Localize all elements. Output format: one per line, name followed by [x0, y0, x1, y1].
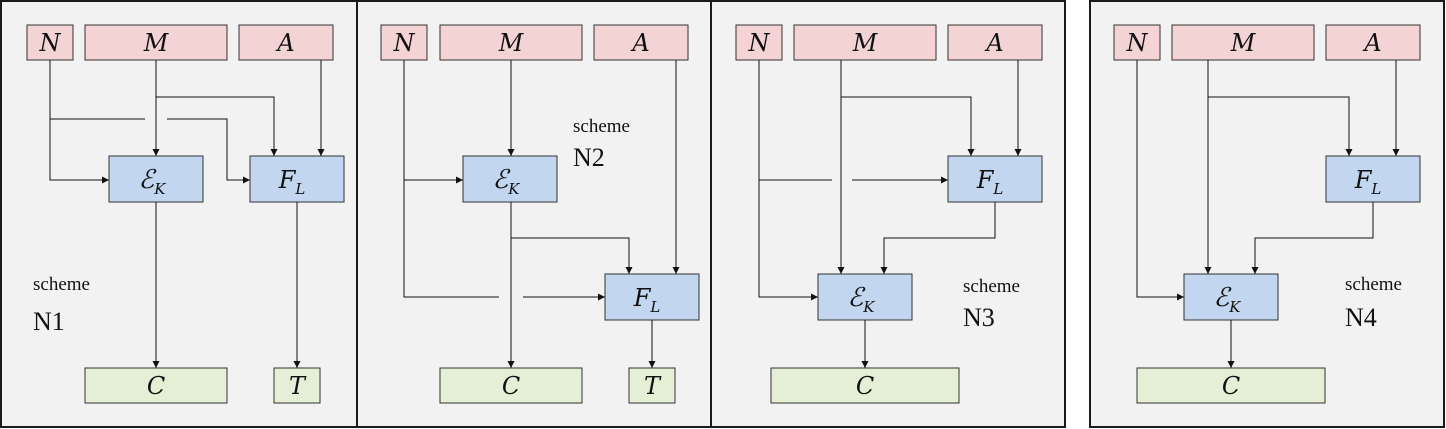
scheme-word: scheme: [963, 276, 1020, 297]
tag-label: T: [289, 372, 307, 400]
scheme-id: N3: [963, 303, 995, 332]
encryption-box: [462, 155, 558, 203]
mac-label: FL: [1354, 166, 1382, 198]
encryption-label: ℰK: [493, 165, 521, 198]
mac-box: [249, 155, 345, 203]
panel-n3: N M A FL ℰK C scheme N3: [710, 0, 1066, 428]
encryption-label: ℰK: [1214, 283, 1242, 316]
encryption-box: [1183, 273, 1279, 321]
wires: [1136, 60, 1400, 368]
panel-n4: N M A FL ℰK C scheme N4: [1089, 0, 1445, 428]
associated-data-label: A: [630, 29, 649, 57]
nonce-label: N: [1126, 29, 1149, 57]
scheme-word: scheme: [33, 274, 90, 295]
message-label: M: [1230, 29, 1257, 57]
nonce-label: N: [748, 29, 771, 57]
scheme-word: scheme: [1345, 274, 1402, 295]
ciphertext-label: C: [1222, 372, 1240, 400]
scheme-word: scheme: [573, 116, 630, 137]
encryption-box: [108, 155, 204, 203]
mac-box: [604, 273, 700, 321]
ciphertext-box: [770, 367, 960, 404]
scheme-id: N4: [1345, 303, 1377, 332]
message-label: M: [498, 29, 525, 57]
associated-data-box: [593, 24, 689, 61]
tag-box: [273, 367, 321, 404]
nonce-label: N: [39, 29, 62, 57]
ciphertext-label: C: [856, 372, 874, 400]
panel-n1: N M A ℰK FL C T scheme N1: [0, 0, 358, 428]
nonce-box: [380, 24, 428, 61]
encryption-label: ℰK: [848, 283, 876, 316]
encryption-label: ℰK: [139, 165, 167, 198]
mac-label: FL: [278, 166, 306, 198]
nonce-box: [26, 24, 74, 61]
mac-label: FL: [633, 284, 661, 316]
wires: [49, 60, 325, 368]
associated-data-box: [238, 24, 334, 61]
associated-data-label: A: [275, 29, 294, 57]
nonce-box: [735, 24, 783, 61]
message-label: M: [143, 29, 170, 57]
associated-data-box: [947, 24, 1043, 61]
associated-data-label: A: [984, 29, 1003, 57]
wires: [403, 60, 680, 368]
nonce-label: N: [393, 29, 416, 57]
message-box: [84, 24, 228, 61]
tag-label: T: [644, 372, 662, 400]
scheme-id: N2: [573, 143, 605, 172]
associated-data-label: A: [1362, 29, 1381, 57]
ciphertext-label: C: [147, 372, 165, 400]
message-box: [1171, 24, 1315, 61]
nonce-box: [1113, 24, 1161, 61]
ciphertext-label: C: [502, 372, 520, 400]
message-label: M: [852, 29, 879, 57]
message-box: [793, 24, 937, 61]
mac-box: [1325, 155, 1421, 203]
ciphertext-box: [84, 367, 228, 404]
wires: [758, 60, 1022, 368]
associated-data-box: [1325, 24, 1421, 61]
mac-label: FL: [976, 166, 1004, 198]
panel-n2: N M A ℰK FL C T scheme N2: [356, 0, 712, 428]
scheme-id: N1: [33, 307, 65, 336]
tag-box: [628, 367, 676, 404]
